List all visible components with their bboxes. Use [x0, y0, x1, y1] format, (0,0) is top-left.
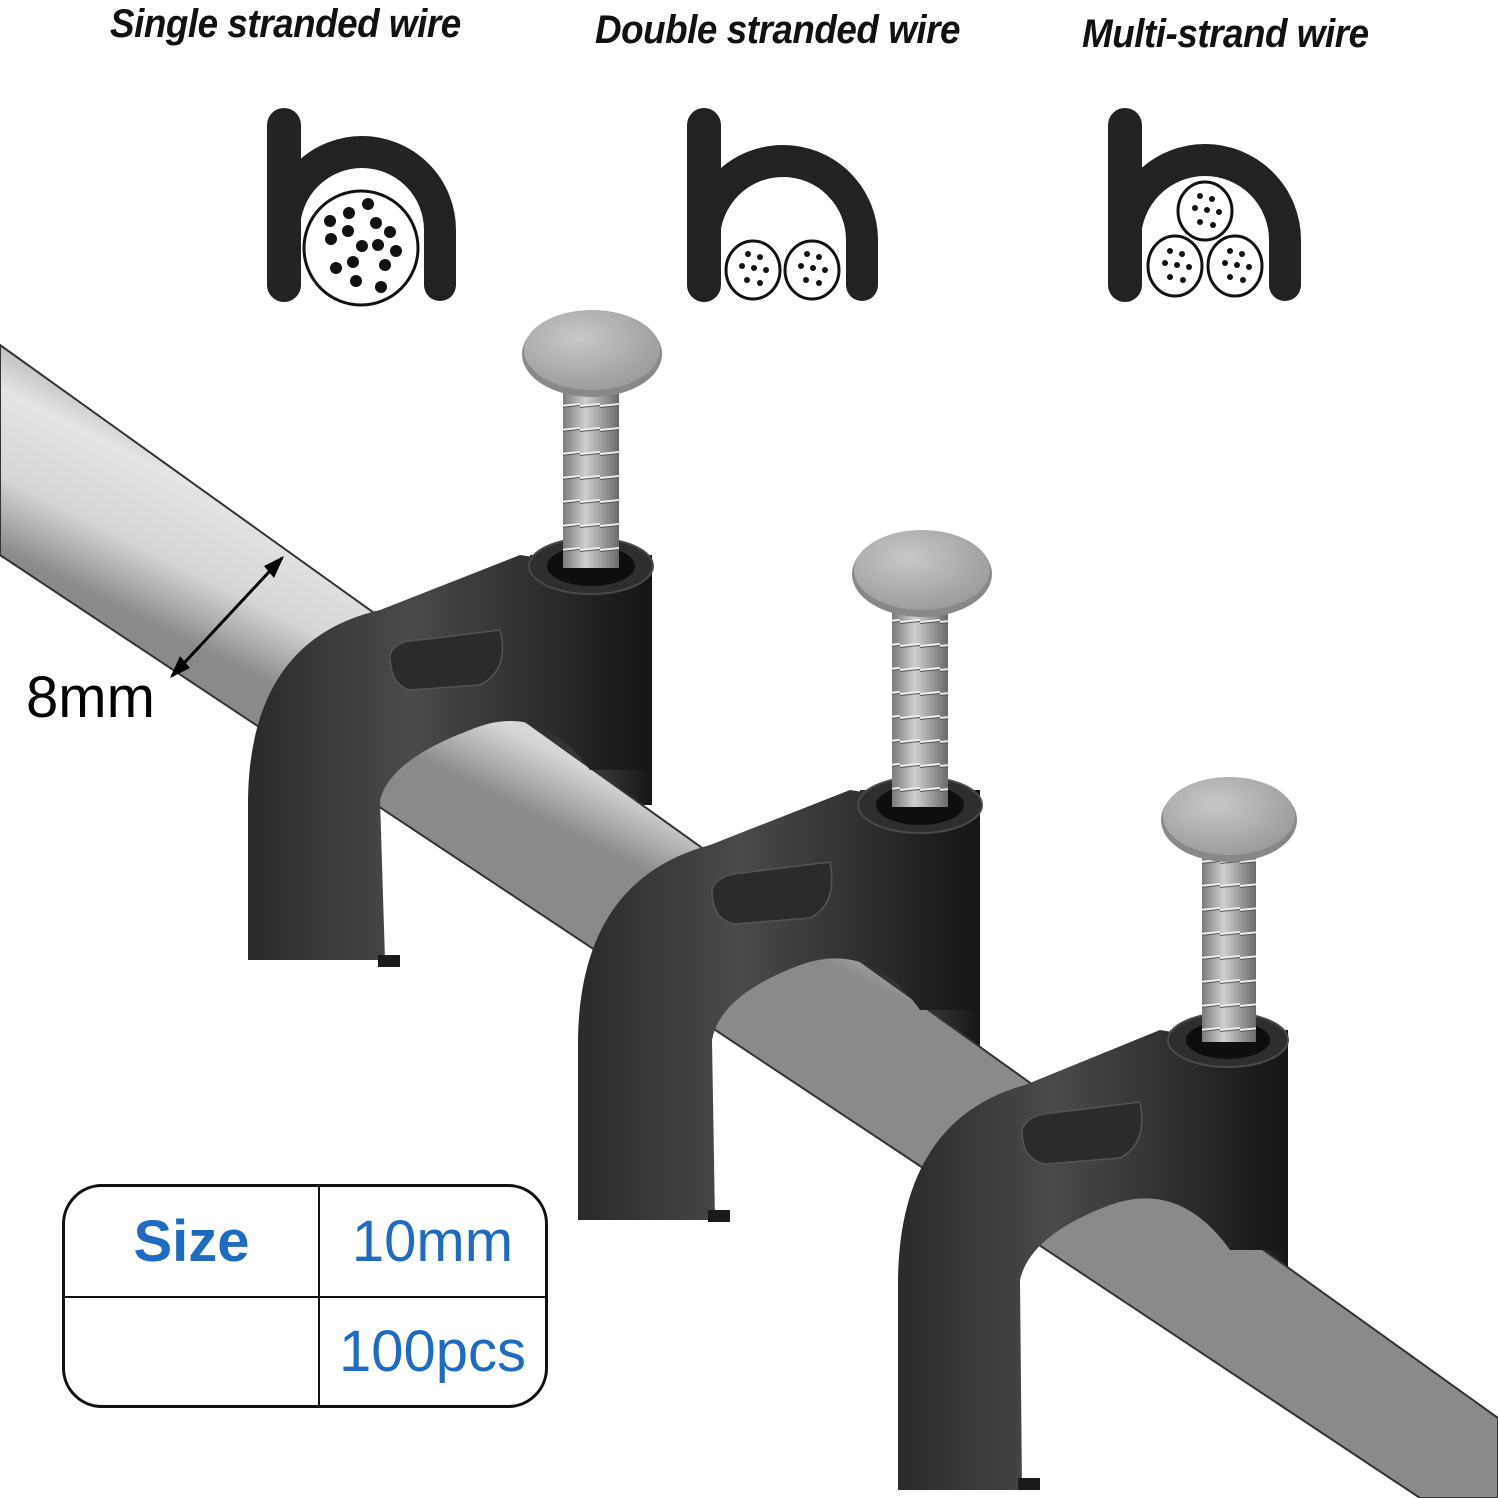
single-strand-wire-icon — [267, 108, 456, 307]
spec-value-size: 10mm — [351, 1209, 514, 1274]
diameter-label: 8mm — [26, 665, 155, 730]
double-strand-wire-icon — [687, 108, 878, 302]
cable-clip-3 — [898, 777, 1297, 1490]
multi-strand-wire-icon — [1108, 108, 1301, 302]
wire-type-title-double: Double stranded wire — [595, 8, 961, 52]
spec-label-size: Size — [65, 1187, 320, 1296]
wire-type-title-multi: Multi-strand wire — [1082, 12, 1369, 56]
spec-value-quantity: 100pcs — [338, 1319, 527, 1384]
cable-clip-2 — [578, 530, 992, 1222]
spec-row-quantity: 100pcs — [65, 1297, 545, 1405]
spec-table: Size 10mm 100pcs — [62, 1184, 548, 1408]
spec-row-size: Size 10mm — [65, 1187, 545, 1298]
wire-type-title-single: Single stranded wire — [110, 2, 461, 46]
dimension-arrow-icon — [170, 556, 284, 678]
cable-clip-1 — [248, 310, 662, 967]
spec-label-quantity — [65, 1297, 320, 1405]
